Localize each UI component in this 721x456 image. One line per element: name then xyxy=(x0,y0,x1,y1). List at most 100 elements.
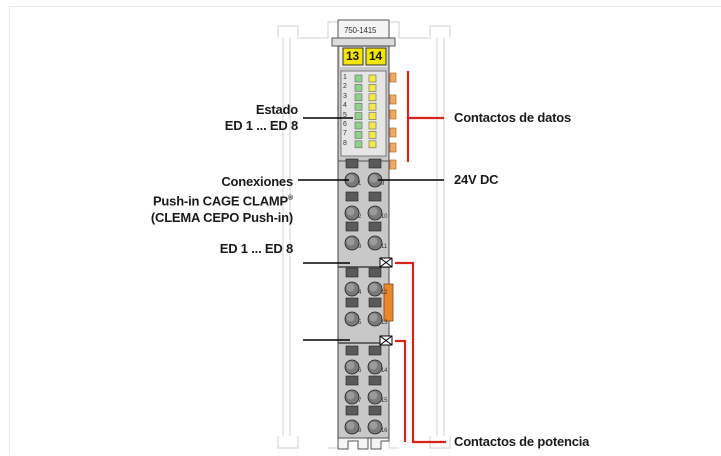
led-green-8 xyxy=(354,140,363,149)
marker-14: 14 xyxy=(369,49,382,63)
data-contact-tab xyxy=(389,127,397,138)
terminal-number: 10 xyxy=(381,214,388,220)
led-green-7 xyxy=(354,131,363,139)
top-latch xyxy=(331,19,396,47)
release-slot xyxy=(345,191,359,202)
wire-entry-highlight xyxy=(346,313,355,322)
led-number: 3 xyxy=(343,92,347,100)
conexiones-line1: Conexiones xyxy=(221,174,293,189)
terminal-number: 5 xyxy=(358,320,362,326)
terminal-number: 16 xyxy=(381,428,388,434)
led-group xyxy=(354,74,377,149)
terminal-number: 13 xyxy=(381,320,388,326)
label-conexiones: Conexiones Push-in CAGE CLAMP® (CLEMA CE… xyxy=(151,173,293,226)
power-contact-lines xyxy=(395,261,446,444)
release-slot xyxy=(345,345,359,356)
release-slot xyxy=(345,267,359,278)
wire-entry-highlight xyxy=(346,237,355,246)
terminal-number: 15 xyxy=(381,398,388,404)
data-contact-bracket xyxy=(406,71,444,162)
conexiones-line2: Push-in CAGE CLAMP xyxy=(152,193,289,209)
wire-entry-highlight xyxy=(346,207,355,216)
terminal-number: 9 xyxy=(381,181,385,187)
label-supply: 24V DC xyxy=(454,172,499,187)
terminal-number: 1 xyxy=(358,181,362,187)
estado-line1: Estado xyxy=(255,102,298,117)
release-slot xyxy=(368,267,382,278)
leader-lines-black xyxy=(298,117,444,341)
release-slot xyxy=(345,297,359,308)
part-number: 750-1415 xyxy=(344,26,377,35)
led-yellow-7 xyxy=(368,131,377,139)
wire-entry-highlight xyxy=(369,207,378,216)
power-contact-symbols xyxy=(379,257,393,346)
registered-mark: ® xyxy=(288,195,293,202)
label-inputs: ED 1 ... ED 8 xyxy=(219,241,293,256)
data-contact-tab xyxy=(389,94,397,105)
release-slot xyxy=(368,297,382,308)
wire-entry-highlight xyxy=(369,361,378,370)
release-slot xyxy=(345,375,359,386)
release-slot xyxy=(368,375,382,386)
label-power-contacts: Contactos de potencia xyxy=(454,434,590,449)
wire-entry-highlight xyxy=(369,421,378,430)
release-slot xyxy=(368,191,382,202)
terminal-group xyxy=(344,158,383,435)
image-frame xyxy=(9,6,721,455)
led-green-1 xyxy=(354,74,363,83)
release-slot xyxy=(368,158,382,169)
wire-entry-highlight xyxy=(369,283,378,292)
led-yellow-2 xyxy=(368,84,377,92)
release-slot xyxy=(368,405,382,416)
led-green-5 xyxy=(354,112,363,120)
led-green-4 xyxy=(354,102,363,111)
marker-13: 13 xyxy=(346,49,359,63)
led-yellow-1 xyxy=(368,74,377,83)
terminal-number: 4 xyxy=(358,290,362,296)
data-contact-tab xyxy=(389,159,397,170)
release-slot xyxy=(345,221,359,232)
terminal-number: 11 xyxy=(381,244,387,250)
led-yellow-3 xyxy=(368,93,377,102)
led-yellow-6 xyxy=(368,121,377,130)
wire-entry-highlight xyxy=(369,313,378,322)
data-contact-tab xyxy=(389,109,397,120)
wire-entry-highlight xyxy=(346,283,355,292)
led-number: 4 xyxy=(343,102,347,110)
label-data-contacts: Contactos de datos xyxy=(454,110,572,125)
wire-entry-highlight xyxy=(369,237,378,246)
release-slot xyxy=(345,158,359,169)
led-yellow-5 xyxy=(368,112,377,120)
led-green-2 xyxy=(354,84,363,92)
data-contacts xyxy=(389,72,397,170)
marker-14-bg xyxy=(365,47,387,66)
label-estado: Estado ED 1 ... ED 8 xyxy=(225,102,298,134)
led-green-6 xyxy=(354,121,363,130)
led-yellow-4 xyxy=(368,102,377,111)
led-number: 2 xyxy=(343,83,347,91)
terminal-number: 12 xyxy=(381,290,388,296)
led-number: 7 xyxy=(343,130,347,138)
release-slot xyxy=(345,405,359,416)
wire-entry-highlight xyxy=(346,361,355,370)
terminal-number: 14 xyxy=(381,368,388,374)
wire-entry-highlight xyxy=(369,174,378,183)
neighbor-outline xyxy=(277,21,451,449)
bottom-latch xyxy=(337,437,390,450)
wire-entry-highlight xyxy=(346,174,355,183)
led-number: 8 xyxy=(343,139,347,147)
led-number: 1 xyxy=(343,74,347,81)
led-number: 6 xyxy=(343,121,347,128)
led-window xyxy=(340,70,387,157)
led-green-3 xyxy=(354,93,363,102)
led-number: 5 xyxy=(343,111,347,119)
terminal-number: 2 xyxy=(358,214,362,220)
wire-entry-highlight xyxy=(369,391,378,400)
marker-13-bg xyxy=(342,47,364,66)
terminal-number: 7 xyxy=(358,398,362,404)
release-slot xyxy=(368,221,382,232)
release-slot xyxy=(368,345,382,356)
terminal-number: 3 xyxy=(358,244,362,250)
